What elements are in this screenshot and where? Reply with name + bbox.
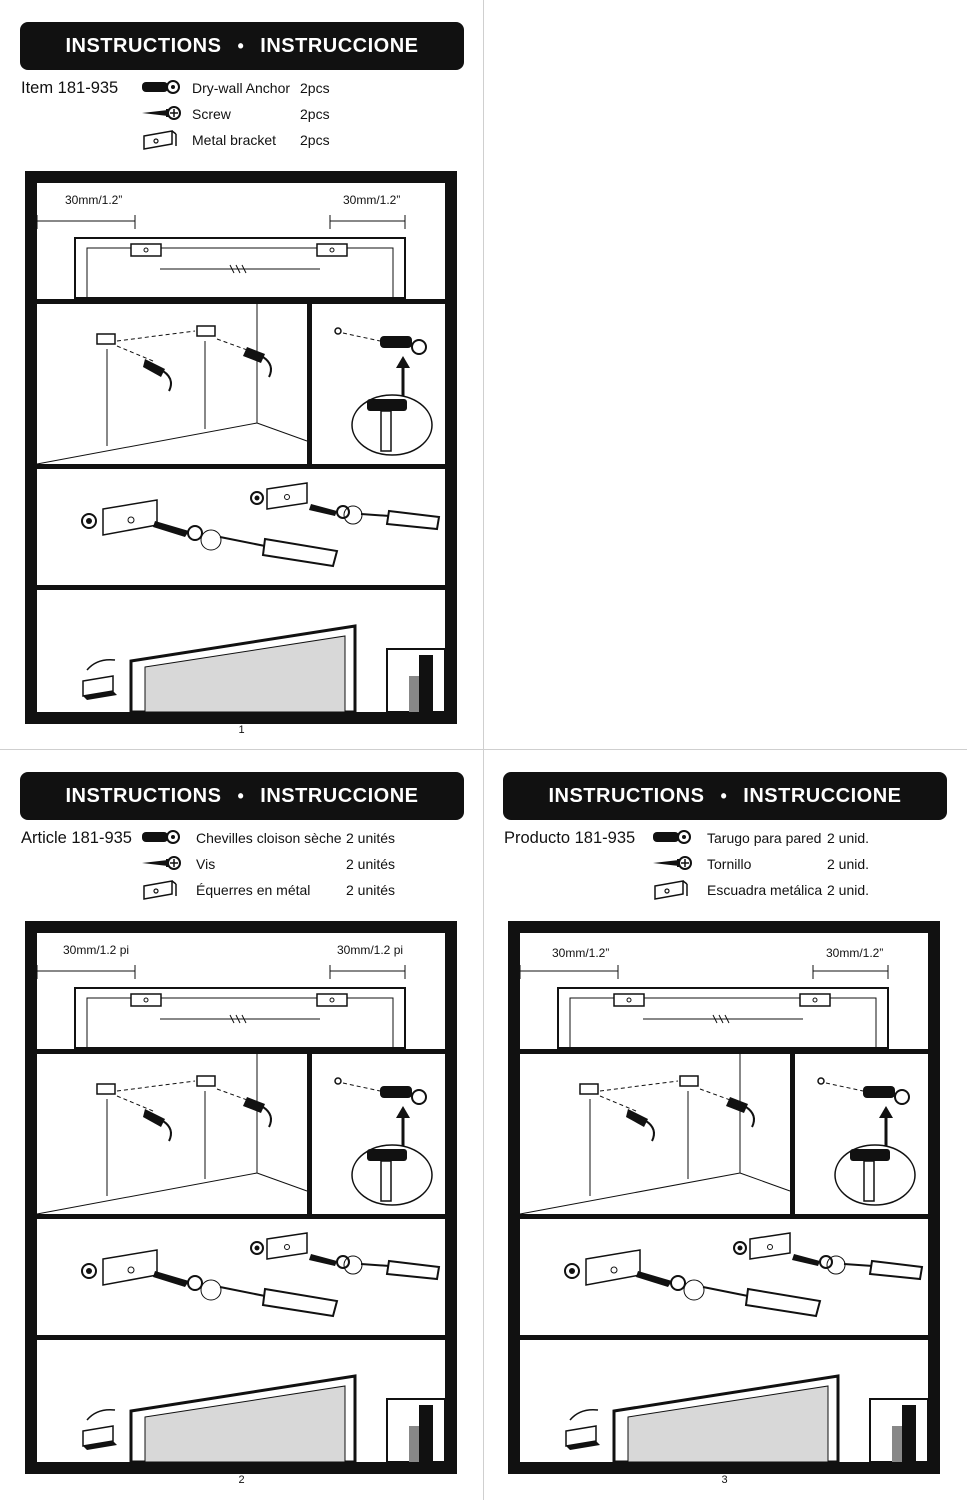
panel-measure: 30mm/1.2 pi 30mm/1.2 pi: [36, 933, 445, 1049]
bracket-icon: [654, 880, 688, 900]
banner-left-text: INSTRUCTIONS: [548, 784, 705, 807]
panel-mark-wall: [519, 1054, 791, 1215]
banner-right-text: INSTRUCCIONE: [260, 784, 419, 807]
part-qty: 2 unités: [346, 882, 396, 898]
part-qty: 2 unités: [346, 830, 396, 846]
installation-diagram: 30mm/1.2 pi 30mm/1.2 pi: [36, 933, 446, 1464]
bracket-icon: [143, 880, 177, 900]
page-divider-vertical: [483, 0, 484, 1500]
banner-left-text: INSTRUCTIONS: [65, 784, 222, 807]
panel-anchor-hammer: [795, 1054, 928, 1214]
banner-separator: •: [237, 35, 245, 56]
panel-hang-frame: [520, 1340, 929, 1464]
part-name: Dry-wall Anchor: [192, 80, 291, 96]
panel-measure: 30mm/1.2” 30mm/1.2”: [36, 183, 445, 299]
instructions-banner: INSTRUCTIONS • INSTRUCCIONE: [20, 772, 464, 820]
part-name: Screw: [192, 106, 231, 122]
part-row: Screw 2pcs: [140, 102, 460, 128]
instruction-page-2: INSTRUCTIONS • INSTRUCCIONE Article 181-…: [0, 750, 483, 1500]
part-row: Dry-wall Anchor 2pcs: [140, 76, 460, 102]
panel-mark-wall: [36, 1054, 308, 1215]
page-number: 3: [721, 1474, 728, 1486]
installation-diagram: 30mm/1.2” 30mm/1.2”: [36, 183, 446, 714]
item-title: Producto 181-935: [504, 829, 636, 847]
part-qty: 2 unid.: [827, 882, 870, 898]
item-title: Item 181-935: [21, 79, 119, 97]
panel-measure: 30mm/1.2” 30mm/1.2”: [519, 933, 928, 1049]
part-qty: 2pcs: [300, 80, 330, 96]
item-title: Article 181-935: [21, 829, 132, 847]
anchor-icon: [653, 830, 691, 844]
part-qty: 2pcs: [300, 132, 330, 148]
installation-diagram: 30mm/1.2” 30mm/1.2”: [519, 933, 929, 1464]
panel-anchor-hammer: [312, 1054, 445, 1214]
part-name: Chevilles cloison sèche: [196, 830, 342, 846]
part-row: Chevilles cloison sèche 2 unités: [140, 826, 460, 852]
panel-screw-bracket: [37, 469, 445, 585]
page-number: 1: [238, 724, 245, 736]
bracket-icon: [143, 130, 177, 150]
screw-icon: [142, 856, 181, 870]
banner-right-text: INSTRUCCIONE: [260, 34, 419, 57]
part-qty: 2 unid.: [827, 856, 870, 872]
instructions-banner: INSTRUCTIONS • INSTRUCCIONE: [20, 22, 464, 70]
page-number: 2: [238, 1474, 245, 1486]
part-name: Équerres en métal: [196, 882, 311, 898]
illustration-panel: 30mm/1.2” 30mm/1.2”: [508, 921, 940, 1474]
panel-hang-frame: [37, 590, 446, 714]
instructions-banner: INSTRUCTIONS • INSTRUCCIONE: [503, 772, 947, 820]
panel-anchor-hammer: [312, 304, 445, 464]
part-row: Équerres en métal 2 unités: [140, 878, 460, 904]
panel-hang-frame: [37, 1340, 446, 1464]
panel-mark-wall: [36, 304, 308, 465]
banner-separator: •: [720, 785, 728, 806]
dimension-right-label: 30mm/1.2”: [343, 193, 400, 207]
dimension-left-label: 30mm/1.2”: [552, 946, 609, 960]
parts-list: Dry-wall Anchor 2pcs Screw 2pcs Metal br…: [140, 76, 460, 154]
part-name: Escuadra metálica: [707, 882, 823, 898]
part-qty: 2 unid.: [827, 830, 870, 846]
banner-separator: •: [237, 785, 245, 806]
part-row: Tarugo para pared 2 unid.: [651, 826, 967, 852]
instruction-page-3: INSTRUCTIONS • INSTRUCCIONE Producto 181…: [483, 750, 966, 1500]
part-row: Vis 2 unités: [140, 852, 460, 878]
part-qty: 2 unités: [346, 856, 396, 872]
dimension-right-label: 30mm/1.2”: [826, 946, 883, 960]
part-row: Tornillo 2 unid.: [651, 852, 967, 878]
anchor-icon: [142, 830, 180, 844]
dimension-left-label: 30mm/1.2 pi: [63, 943, 129, 957]
banner-left-text: INSTRUCTIONS: [65, 34, 222, 57]
part-name: Tornillo: [707, 856, 752, 872]
part-name: Metal bracket: [192, 132, 277, 148]
dimension-left-label: 30mm/1.2”: [65, 193, 122, 207]
dimension-right-label: 30mm/1.2 pi: [337, 943, 403, 957]
part-name: Tarugo para pared: [707, 830, 822, 846]
parts-list: Chevilles cloison sèche 2 unités Vis 2 u…: [140, 826, 460, 904]
illustration-panel: 30mm/1.2” 30mm/1.2”: [25, 171, 457, 724]
screw-icon: [653, 856, 692, 870]
anchor-icon: [142, 80, 180, 94]
illustration-panel: 30mm/1.2 pi 30mm/1.2 pi: [25, 921, 457, 1474]
part-row: Metal bracket 2pcs: [140, 128, 460, 154]
page-divider-horizontal: [0, 749, 967, 750]
screw-icon: [142, 106, 181, 120]
banner-right-text: INSTRUCCIONE: [743, 784, 902, 807]
instruction-page-1: INSTRUCTIONS • INSTRUCCIONE Item 181-935…: [0, 0, 483, 750]
parts-list: Tarugo para pared 2 unid. Tornillo 2 uni…: [651, 826, 967, 904]
panel-screw-bracket: [520, 1219, 928, 1335]
part-qty: 2pcs: [300, 106, 330, 122]
part-row: Escuadra metálica 2 unid.: [651, 878, 967, 904]
panel-screw-bracket: [37, 1219, 445, 1335]
part-name: Vis: [196, 856, 216, 872]
